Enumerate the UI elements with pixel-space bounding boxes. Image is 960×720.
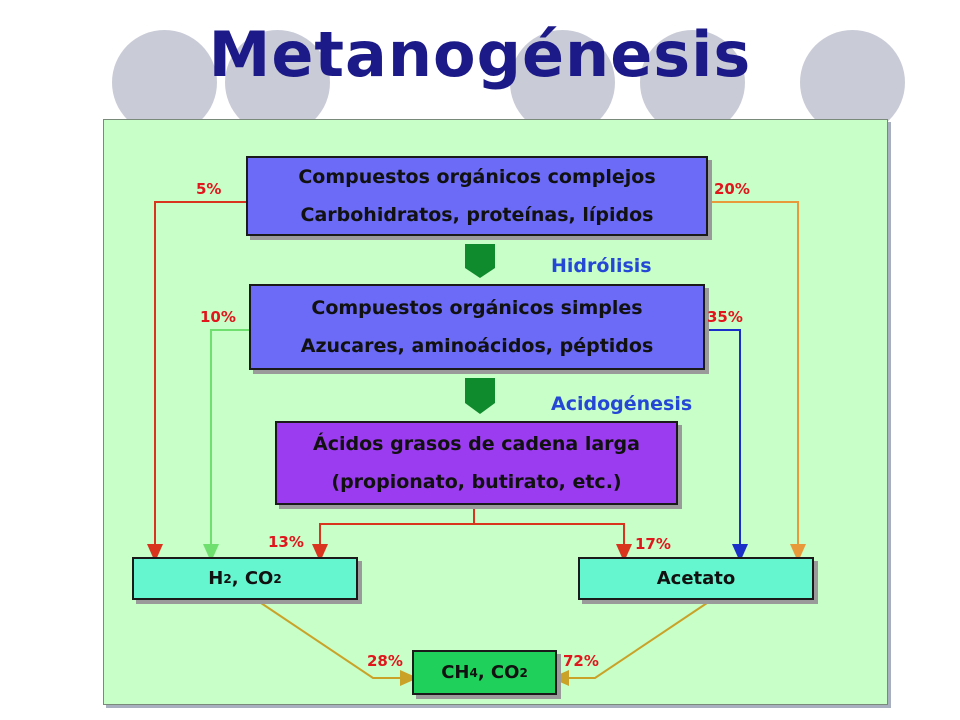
stage-hydrolysis-label: Hidrólisis [551,255,652,277]
decorative-bubble [800,30,905,135]
arrow-acids-to-h2 [312,523,474,562]
box-acids-line2: (propionato, butirato, etc.) [331,471,622,493]
box-simple-compounds: Compuestos orgánicos simples Azucares, a… [249,284,705,370]
ch4-sub1: 4 [469,665,478,680]
arrow-acids-to-acetato [474,523,632,562]
stage-acidogenesis-label: Acidogénesis [551,393,693,415]
pct-complex-to-acetato: 20% [714,180,750,198]
pct-simple-to-h2: 10% [200,308,236,326]
box-simple-line2: Azucares, aminoácidos, péptidos [300,335,654,357]
decorative-bubble [225,30,330,135]
decorative-bubble [640,30,745,135]
arrow-h2-to-ch4 [260,602,418,686]
decorative-bubble [112,30,217,135]
box-fatty-acids: Ácidos grasos de cadena larga (propionat… [275,421,678,505]
arrow-simple-to-h2 [203,329,249,562]
h2-sub1: 2 [223,571,232,586]
pct-simple-to-acetato: 35% [707,308,743,326]
box-complex-compounds: Compuestos orgánicos complejos Carbohidr… [246,156,708,236]
h2-part1: H [208,568,224,589]
arrow-complex-to-h2 [147,201,246,562]
acetato-label: Acetato [656,568,736,589]
arrow-simple-to-acetato [705,329,748,562]
acidogenesis-block-arrow [465,378,495,414]
box-simple-line1: Compuestos orgánicos simples [311,297,643,319]
pct-complex-to-h2: 5% [196,180,222,198]
pct-acids-to-h2: 13% [268,533,304,551]
pct-acids-to-acetato: 17% [635,535,671,553]
box-acetato: Acetato [578,557,814,600]
h2-part2: , CO [231,568,274,589]
decorative-bubble [510,30,615,135]
ch4-sub2: 2 [519,665,528,680]
pct-acetato-to-ch4: 72% [563,652,599,670]
hydrolysis-block-arrow [465,244,495,278]
ch4-part2: , CO [477,662,520,683]
arrow-acetato-to-ch4 [551,602,708,686]
box-complex-line1: Compuestos orgánicos complejos [298,166,656,188]
ch4-part1: CH [441,662,470,683]
box-complex-line2: Carbohidratos, proteínas, lípidos [300,204,654,226]
arrow-complex-to-acetato [708,201,806,562]
box-acids-line1: Ácidos grasos de cadena larga [313,433,640,455]
h2-sub2: 2 [273,571,282,586]
pct-h2-to-ch4: 28% [367,652,403,670]
page-title: Metanogénesis [208,18,752,91]
